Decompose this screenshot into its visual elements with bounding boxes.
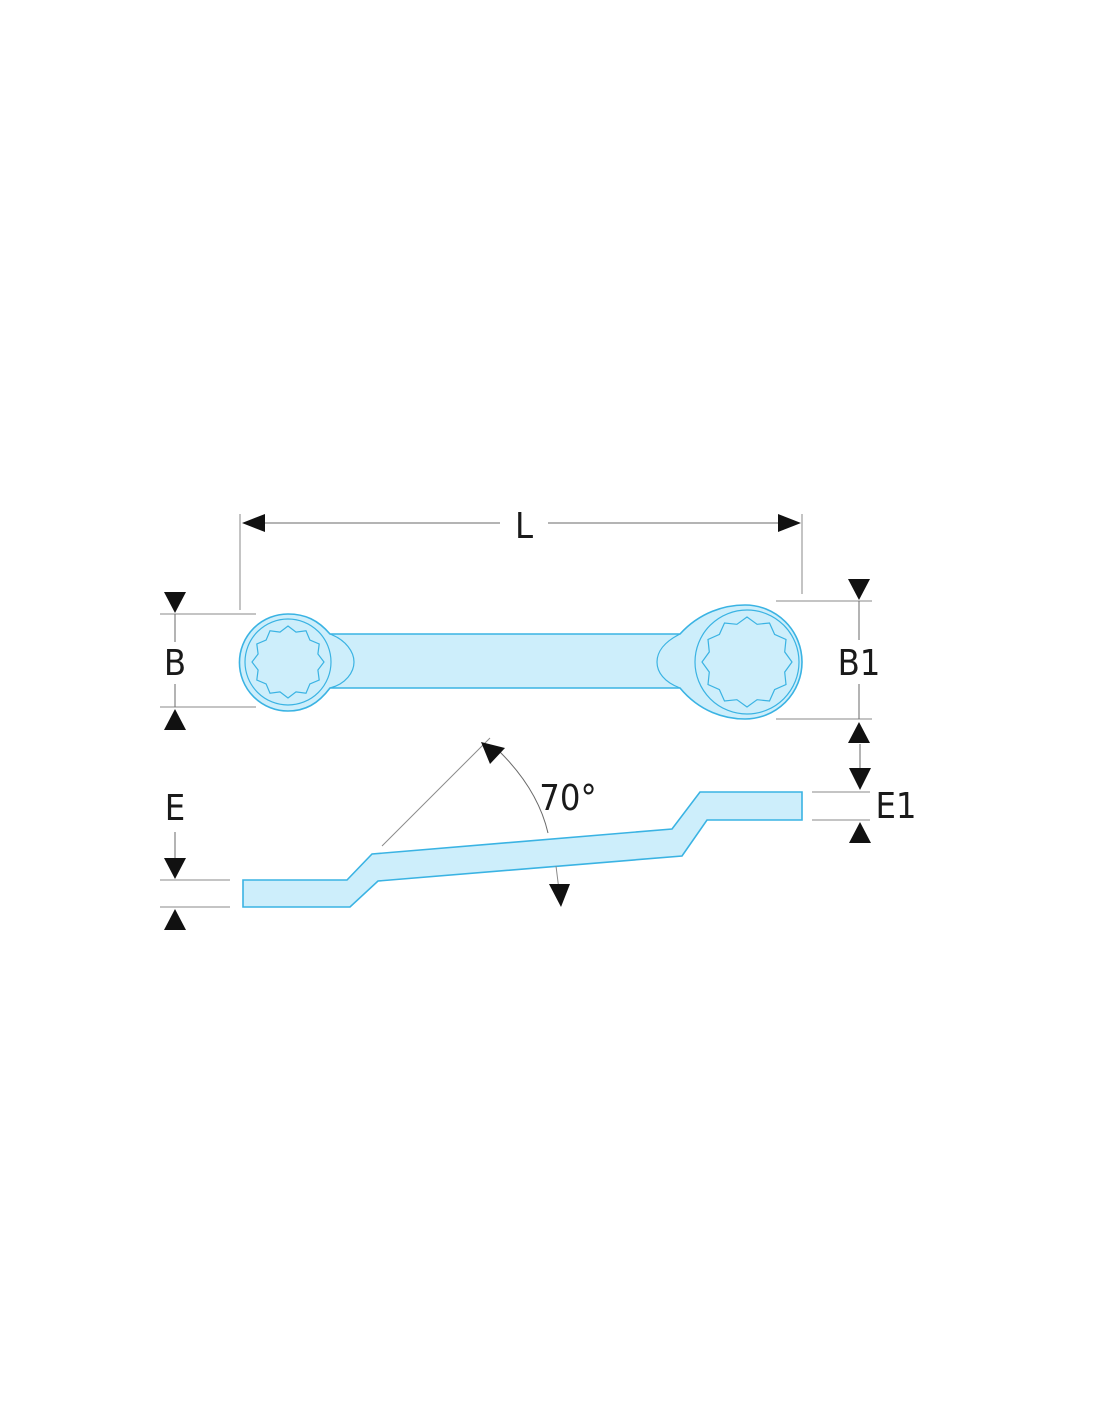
arrow-left-icon — [242, 514, 265, 532]
dimension-length: L — [239, 506, 803, 610]
dimension-head-width-left: B — [160, 592, 256, 730]
right-socket-icon — [701, 616, 793, 708]
dimension-offset-angle: 70° — [381, 737, 597, 907]
dimension-thickness-left: E — [160, 788, 230, 930]
wrench-side-view — [242, 791, 803, 908]
label-head-width-left: B — [164, 643, 186, 684]
left-socket-icon — [251, 625, 325, 699]
arrow-down-icon — [849, 768, 871, 790]
arrow-up-icon — [164, 709, 186, 730]
dimension-head-width-right: B1 — [776, 579, 880, 743]
wrench-side-body — [242, 791, 803, 908]
arrow-up-icon — [848, 722, 870, 743]
left-neck-blend — [329, 633, 355, 689]
wrench-top-body — [238, 604, 803, 720]
arrow-angle-start-icon — [481, 742, 505, 764]
right-neck-blend — [656, 633, 681, 689]
label-length: L — [515, 506, 533, 547]
label-thickness-left: E — [165, 788, 185, 829]
arrow-up-icon — [164, 909, 186, 930]
arrow-right-icon — [778, 514, 801, 532]
label-offset-angle: 70° — [539, 778, 596, 819]
wrench-top-view — [238, 604, 803, 720]
label-thickness-right: E1 — [875, 786, 916, 827]
dimension-thickness-right: E1 — [812, 744, 917, 843]
arrow-down-icon — [848, 579, 870, 600]
arrow-up-icon — [849, 822, 871, 843]
label-head-width-right: B1 — [838, 643, 881, 684]
arrow-angle-end-icon — [549, 884, 570, 907]
arrow-down-icon — [164, 592, 186, 613]
right-ring-outer — [694, 609, 800, 715]
arrow-down-icon — [164, 858, 186, 879]
left-ring-outer — [244, 618, 332, 706]
